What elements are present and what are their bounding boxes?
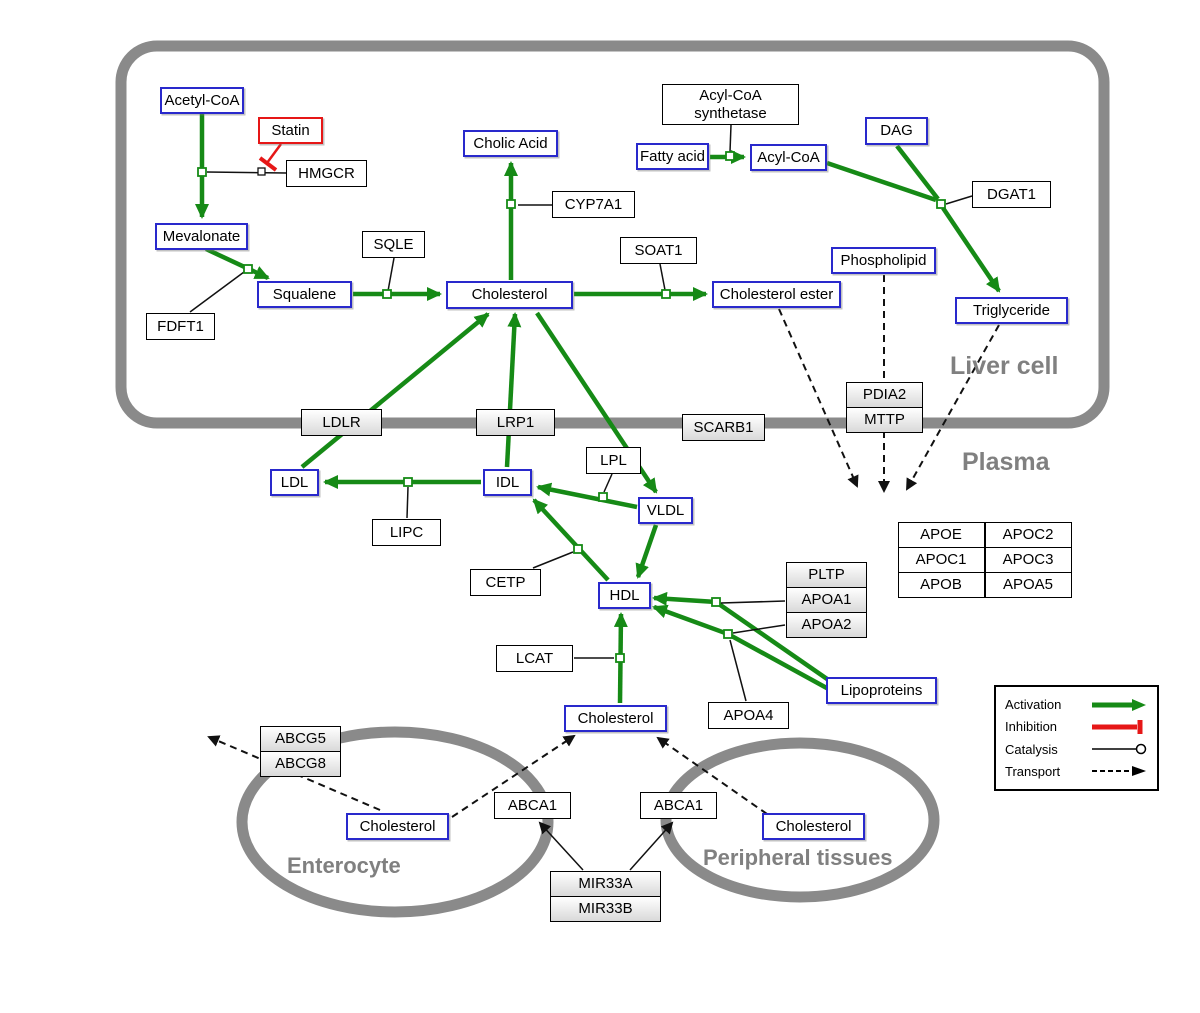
- node-lipoproteins[interactable]: Lipoproteins: [826, 677, 937, 704]
- node-apoa2[interactable]: APOA2: [786, 612, 867, 638]
- apo-cell-apoa5[interactable]: APOA5: [984, 571, 1072, 598]
- legend-row-transport: Transport: [1005, 761, 1148, 782]
- node-acyl-coa[interactable]: Acyl-CoA: [750, 144, 827, 171]
- inhibition-tbar-icon: [1092, 719, 1143, 734]
- node-abcg8[interactable]: ABCG8: [260, 751, 341, 777]
- activation-arrow-icon: [1092, 698, 1146, 711]
- node-mir33a[interactable]: MIR33A: [550, 871, 661, 897]
- node-acyl-coa-synthetase[interactable]: Acyl-CoA synthetase: [662, 84, 799, 125]
- node-ldlr[interactable]: LDLR: [301, 409, 382, 436]
- catalysis-edges: [189, 124, 973, 871]
- legend-activation-label: Activation: [1005, 697, 1062, 712]
- node-ldl[interactable]: LDL: [270, 469, 319, 496]
- node-mevalonate[interactable]: Mevalonate: [155, 223, 248, 250]
- peripheral-tissues-label: Peripheral tissues: [703, 845, 893, 870]
- enterocyte-label: Enterocyte: [287, 853, 401, 878]
- node-lrp1[interactable]: LRP1: [476, 409, 555, 436]
- node-cetp[interactable]: CETP: [470, 569, 541, 596]
- node-cholesterol-enterocyte[interactable]: Cholesterol: [346, 813, 449, 840]
- legend-inhibition-label: Inhibition: [1005, 719, 1058, 735]
- apolipoprotein-table: APOE APOC2 APOC1 APOC3 APOB APOA5: [897, 521, 1072, 598]
- node-pltp[interactable]: PLTP: [786, 562, 867, 588]
- acyl-coa-synthetase-line2: synthetase: [694, 104, 767, 122]
- node-lipc[interactable]: LIPC: [372, 519, 441, 546]
- legend-row-catalysis: Catalysis: [1005, 739, 1148, 760]
- legend-catalysis-label: Catalysis: [1005, 741, 1058, 757]
- legend-row-activation: Activation: [1005, 694, 1148, 715]
- node-abca1-enterocyte[interactable]: ABCA1: [494, 792, 571, 819]
- node-dgat1[interactable]: DGAT1: [972, 181, 1051, 208]
- transport-dashed-arrow-icon: [1092, 766, 1146, 777]
- node-apoa1[interactable]: APOA1: [786, 587, 867, 613]
- node-cholesterol-liver[interactable]: Cholesterol: [446, 281, 573, 309]
- node-acetyl-coa[interactable]: Acetyl-CoA: [160, 87, 244, 114]
- node-idl[interactable]: IDL: [483, 469, 532, 496]
- node-lpl[interactable]: LPL: [586, 447, 641, 474]
- legend-transport-label: Transport: [1005, 763, 1061, 779]
- apo-cell-apoc1[interactable]: APOC1: [897, 546, 985, 573]
- node-statin[interactable]: Statin: [258, 117, 323, 144]
- node-fatty-acid[interactable]: Fatty acid: [636, 143, 709, 170]
- catalysis-circle-icon: [1092, 743, 1147, 755]
- apo-cell-apoc2[interactable]: APOC2: [984, 521, 1072, 548]
- node-cholesterol-plasma[interactable]: Cholesterol: [564, 705, 667, 732]
- node-mir33b[interactable]: MIR33B: [550, 896, 661, 922]
- node-cholesterol-peripheral[interactable]: Cholesterol: [762, 813, 865, 840]
- apo-cell-apob[interactable]: APOB: [897, 571, 985, 598]
- membranes: [115, 40, 1110, 918]
- peripheral-tissues-membrane: [660, 737, 940, 903]
- node-lcat[interactable]: LCAT: [496, 645, 573, 672]
- node-cholic-acid[interactable]: Cholic Acid: [463, 130, 558, 157]
- node-phospholipid[interactable]: Phospholipid: [831, 247, 936, 274]
- node-dag[interactable]: DAG: [865, 117, 928, 145]
- acyl-coa-synthetase-line1: Acyl-CoA: [699, 87, 762, 105]
- apo-cell-apoc3[interactable]: APOC3: [984, 546, 1072, 573]
- node-sqle[interactable]: SQLE: [362, 231, 425, 258]
- apo-cell-apoe[interactable]: APOE: [897, 521, 985, 548]
- node-hmgcr[interactable]: HMGCR: [286, 160, 367, 187]
- node-apoa4[interactable]: APOA4: [708, 702, 789, 729]
- node-soat1[interactable]: SOAT1: [620, 237, 697, 264]
- liver-cell-label: Liver cell: [950, 352, 1059, 380]
- node-triglyceride[interactable]: Triglyceride: [955, 297, 1068, 324]
- node-hdl[interactable]: HDL: [598, 582, 651, 609]
- reaction-anchors: [197, 151, 946, 663]
- node-scarb1[interactable]: SCARB1: [682, 414, 765, 441]
- node-cyp7a1[interactable]: CYP7A1: [552, 191, 635, 218]
- node-vldl[interactable]: VLDL: [638, 497, 693, 524]
- legend: Activation Inhibition Catalysis Transpor…: [994, 685, 1159, 791]
- legend-row-inhibition: Inhibition: [1005, 716, 1148, 737]
- node-abcg5[interactable]: ABCG5: [260, 726, 341, 752]
- plasma-label: Plasma: [962, 448, 1050, 476]
- node-mttp[interactable]: MTTP: [846, 407, 923, 433]
- node-cholesterol-ester[interactable]: Cholesterol ester: [712, 281, 841, 308]
- node-squalene[interactable]: Squalene: [257, 281, 352, 308]
- node-pdia2[interactable]: PDIA2: [846, 382, 923, 408]
- node-abca1-peripheral[interactable]: ABCA1: [640, 792, 717, 819]
- node-fdft1[interactable]: FDFT1: [146, 313, 215, 340]
- inhibition-edge: [258, 143, 283, 172]
